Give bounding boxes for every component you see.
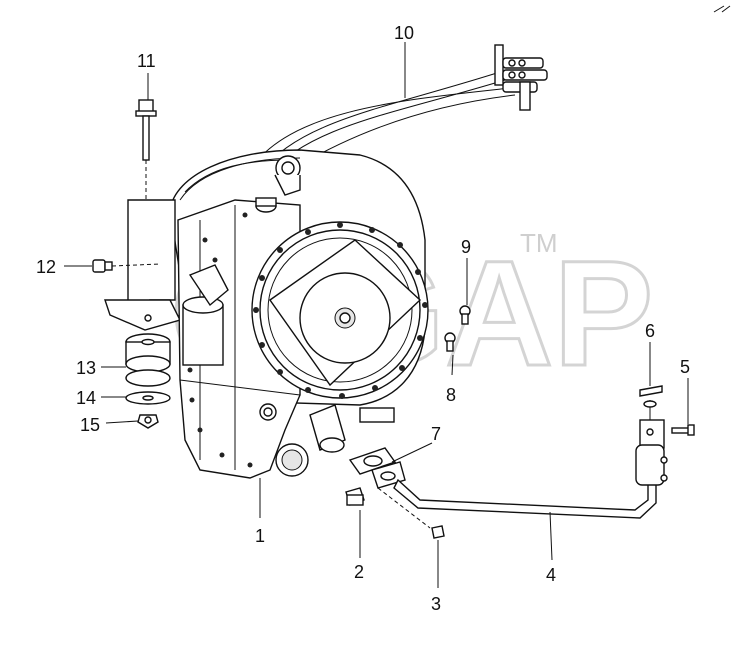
- flange-bolts: [187, 212, 428, 468]
- callout-10: 10: [394, 23, 414, 43]
- pipe-assembly: [345, 385, 695, 539]
- callout-5: 5: [680, 357, 690, 377]
- bolt-11: [135, 99, 157, 200]
- callout-2: 2: [354, 562, 364, 582]
- callout-7: 7: [431, 424, 441, 444]
- wire-harness: [249, 44, 548, 179]
- callout-15: 15: [80, 415, 100, 435]
- corner-arrow-icon: [713, 5, 731, 13]
- callout-13: 13: [76, 358, 96, 378]
- callout-14: 14: [76, 388, 96, 408]
- callout-labels: 1 2 3 4 5 6 7 8 9 10 11 12 13 14 15: [36, 23, 690, 614]
- callout-12: 12: [36, 257, 56, 277]
- callout-4: 4: [546, 565, 556, 585]
- leader-lines: [64, 42, 689, 588]
- transmission-housing: [104, 149, 429, 479]
- callout-6: 6: [645, 321, 655, 341]
- watermark-trademark: TM: [520, 228, 558, 258]
- callout-8: 8: [446, 385, 456, 405]
- callout-11: 11: [137, 51, 156, 71]
- engine-mount-stack: [125, 333, 171, 429]
- callout-1: 1: [255, 526, 265, 546]
- callout-9: 9: [461, 237, 471, 257]
- plug-12: [92, 259, 161, 273]
- bolt-9: [459, 305, 471, 325]
- callout-3: 3: [431, 594, 441, 614]
- bolt-8: [444, 332, 456, 352]
